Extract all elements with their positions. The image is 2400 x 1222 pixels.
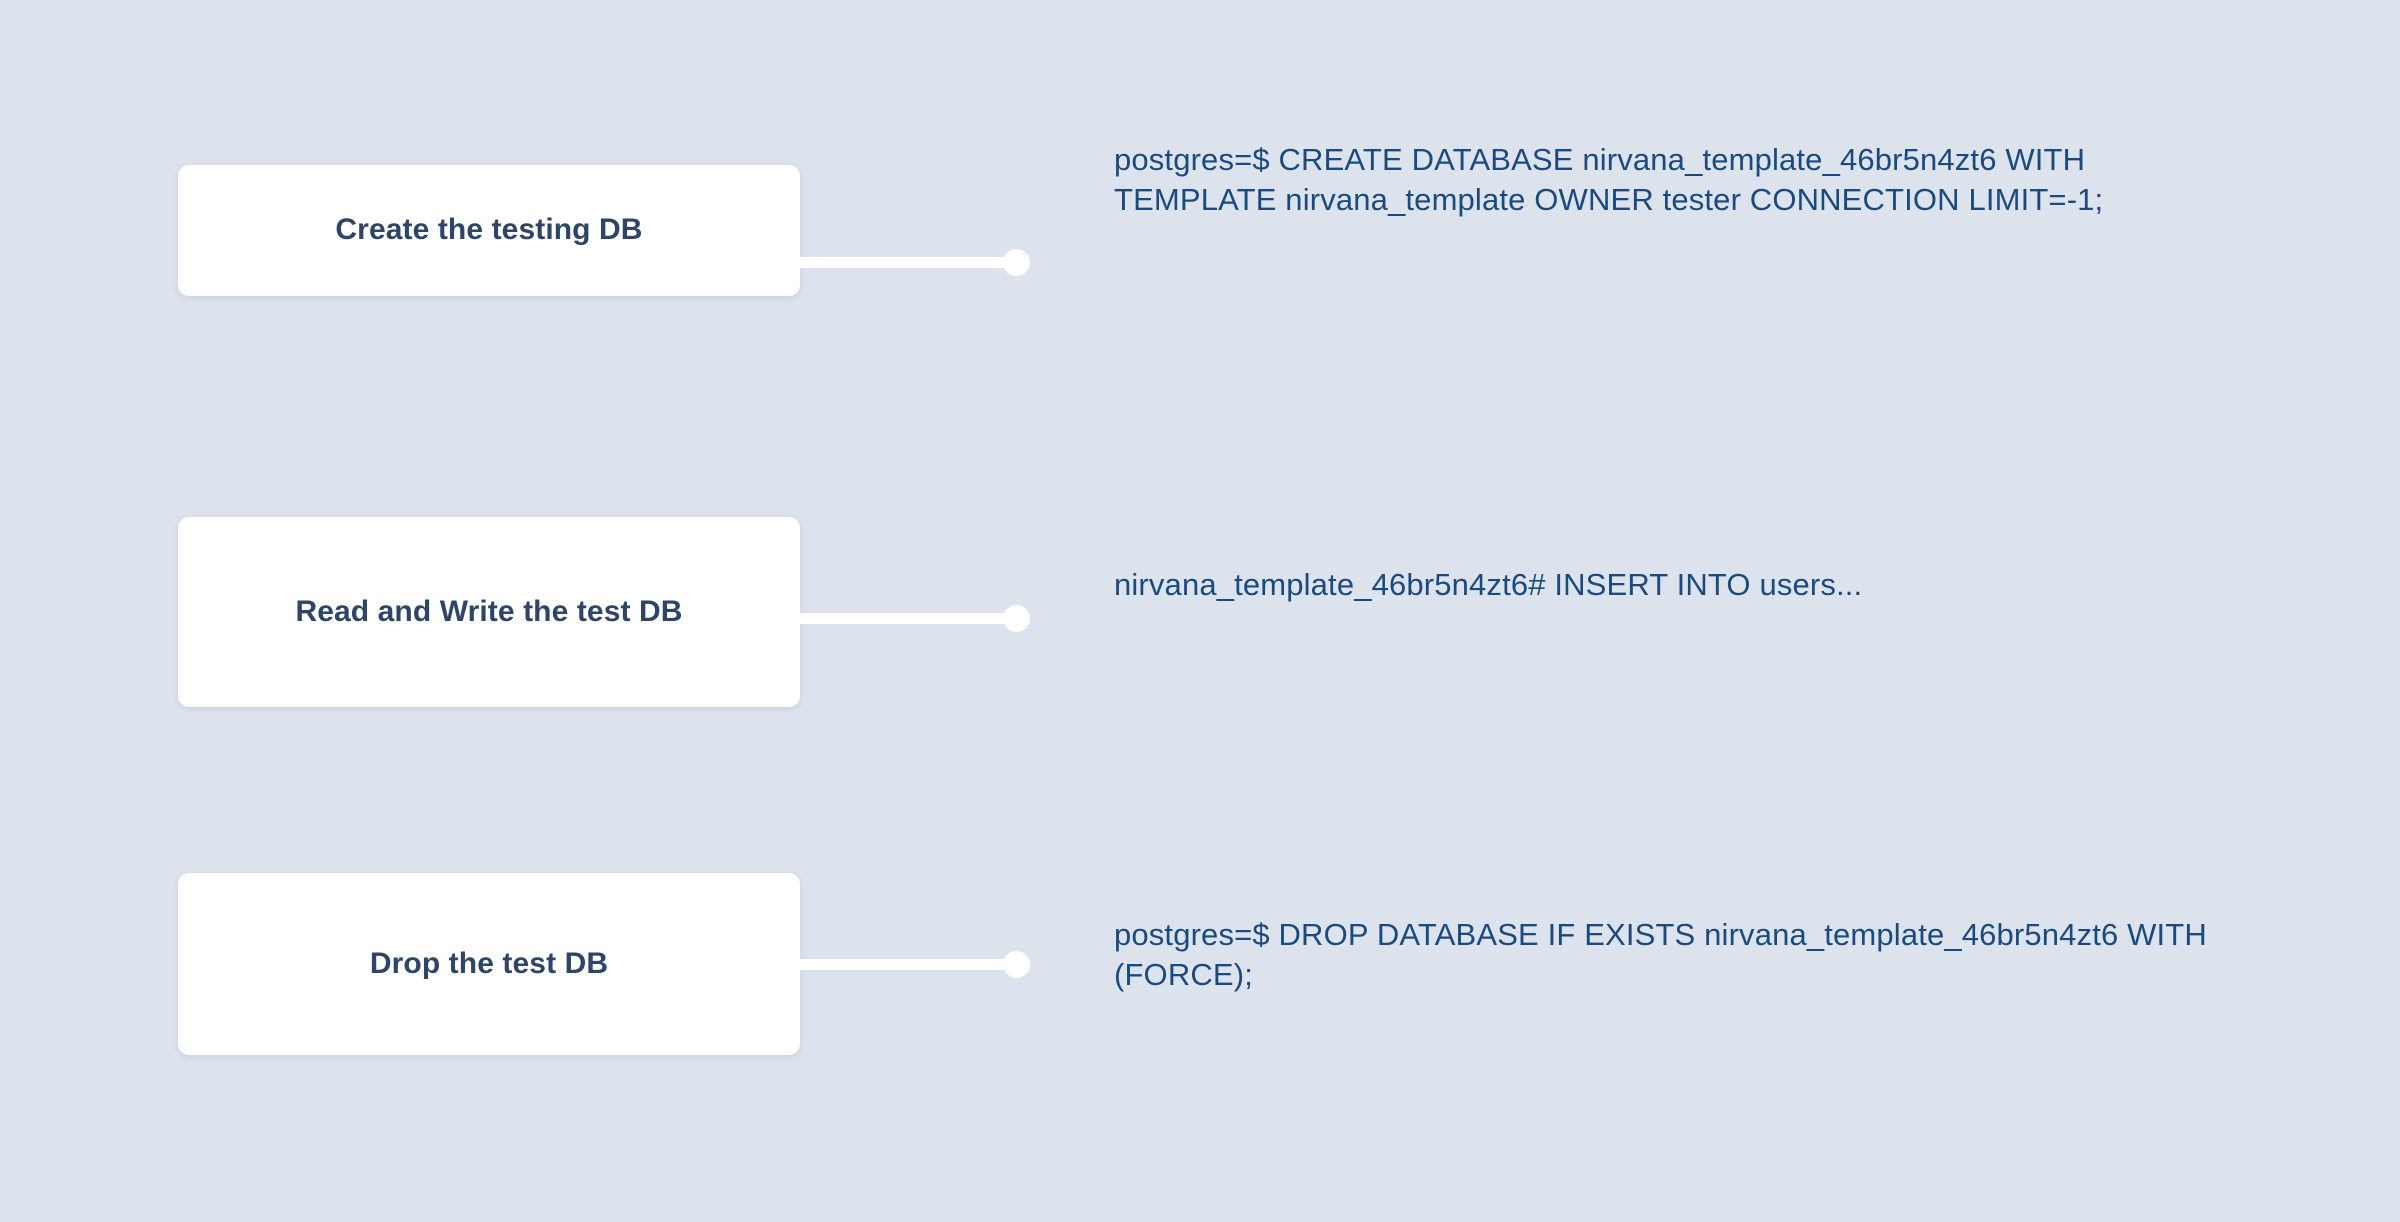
flow-command-create-testing-db: postgres=$ CREATE DATABASE nirvana_templ… — [1114, 142, 2104, 218]
flow-command-drop-test-db: postgres=$ DROP DATABASE IF EXISTS nirva… — [1114, 917, 2216, 993]
flow-step-row: Create the testing DB — [178, 165, 2338, 296]
flow-node-create-testing-db[interactable]: Create the testing DB — [178, 165, 800, 296]
flow-node-label: Drop the test DB — [369, 946, 609, 980]
flow-node-drop-test-db[interactable]: Drop the test DB — [178, 873, 800, 1055]
flow-node-label: Read and Write the test DB — [295, 594, 683, 628]
flow-node-read-write-test-db[interactable]: Read and Write the test DB — [178, 517, 800, 707]
flow-node-label: Create the testing DB — [335, 213, 643, 247]
flow-step-row: Drop the test DB — [178, 873, 2338, 1055]
flow-step-row: Read and Write the test DB — [178, 517, 2338, 707]
flow-command-read-write-test-db: nirvana_template_46br5n4zt6# INSERT INTO… — [1114, 567, 1863, 602]
